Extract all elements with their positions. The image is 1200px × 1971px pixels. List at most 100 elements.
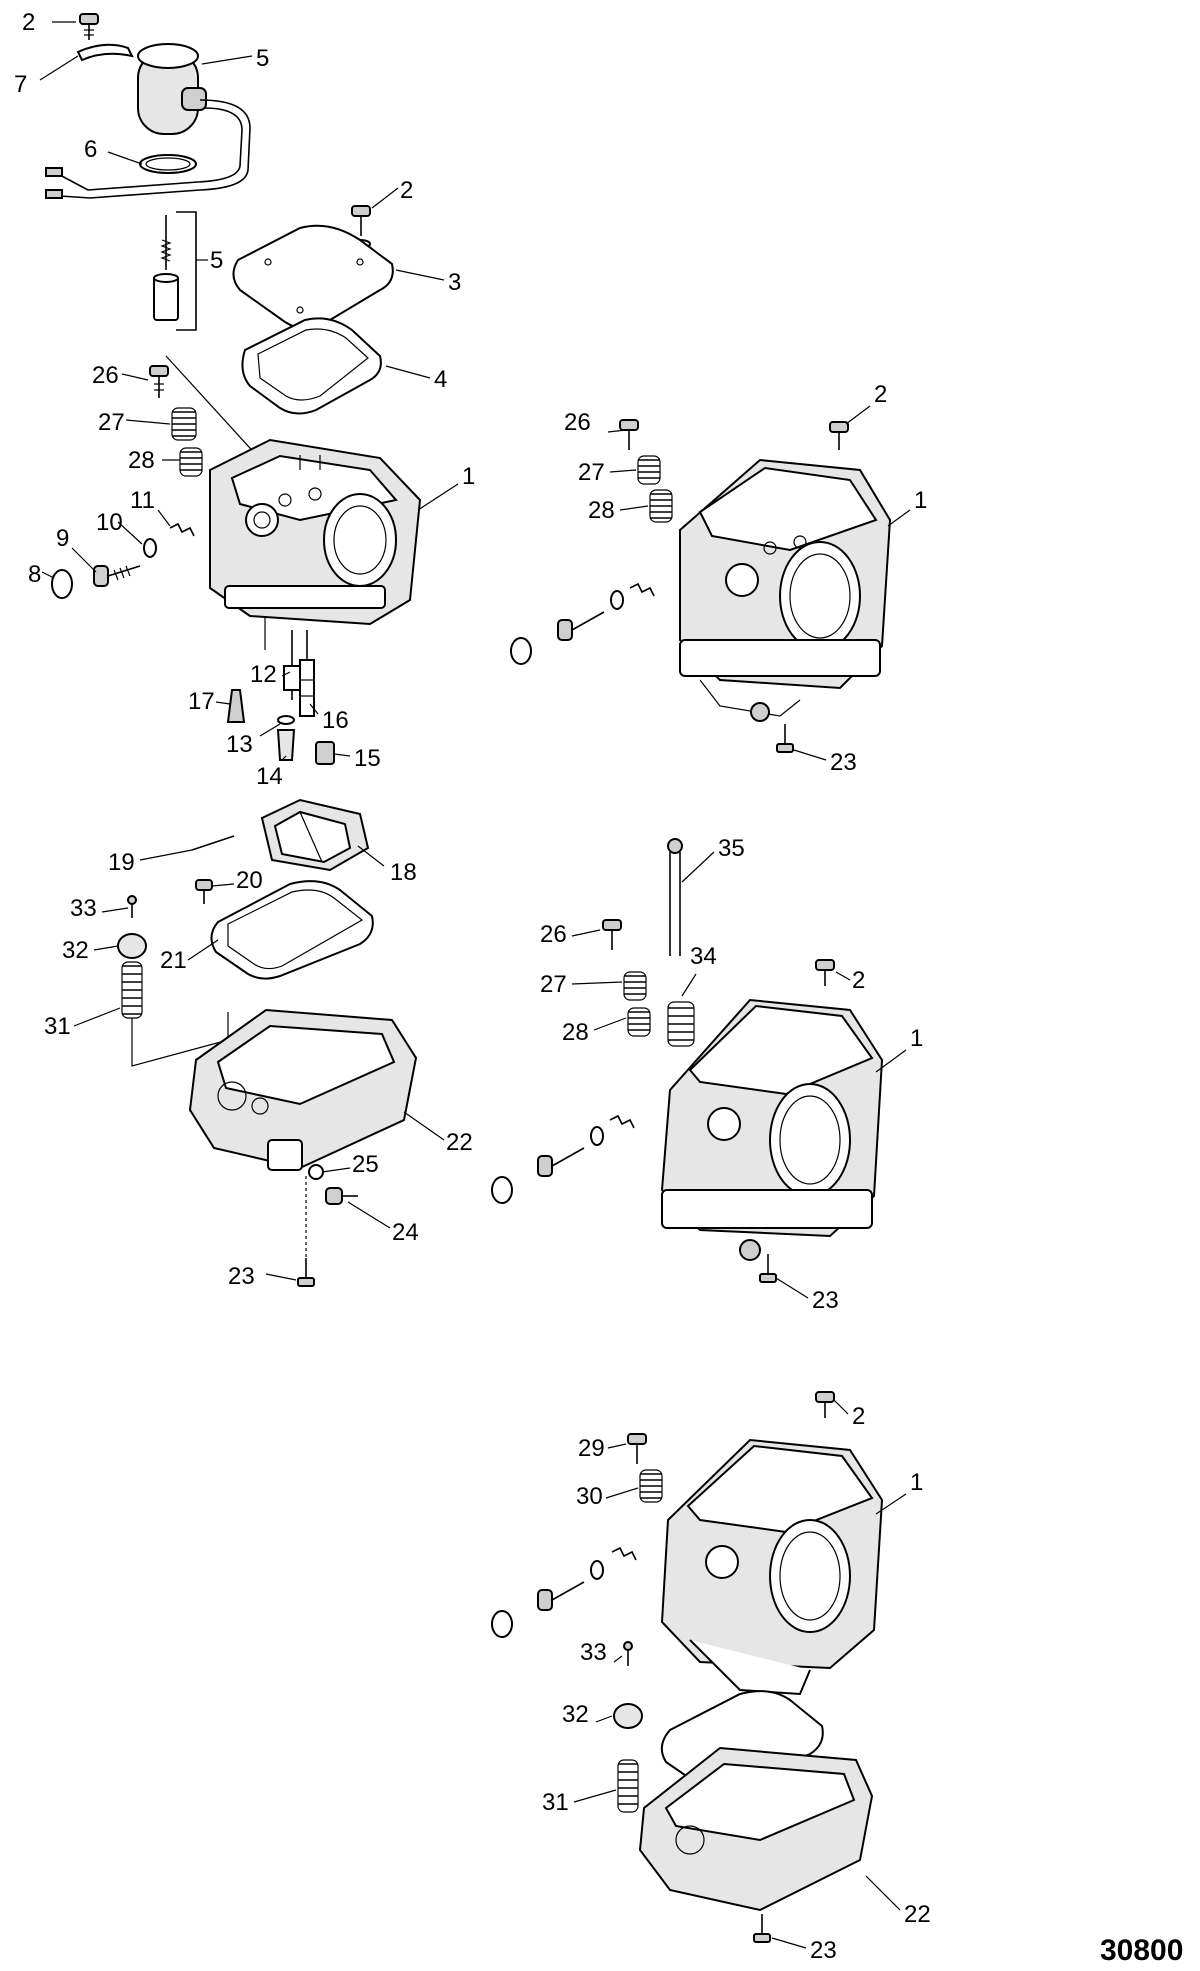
assembly-a	[39, 13, 459, 1287]
screw	[627, 1433, 647, 1464]
callout-28: 28	[588, 497, 615, 524]
spring	[180, 451, 202, 471]
callout-5: 5	[210, 247, 223, 274]
callout-24: 24	[392, 1219, 419, 1246]
screw	[815, 959, 835, 986]
callout-34: 34	[690, 943, 717, 970]
washer	[308, 1164, 324, 1180]
screw	[829, 421, 849, 450]
callout-21: 21	[160, 947, 187, 974]
adjust-screw	[93, 565, 141, 587]
float-bowl	[638, 1746, 874, 1912]
plunger	[153, 215, 179, 321]
callout-27: 27	[540, 971, 567, 998]
callout-2: 2	[400, 177, 413, 204]
callout-29: 29	[578, 1435, 605, 1462]
emulsion-tube	[299, 630, 315, 717]
callout-11: 11	[130, 487, 155, 514]
cover-plate	[232, 224, 394, 330]
cap	[51, 569, 73, 599]
callout-15: 15	[354, 745, 381, 772]
assembly-b	[510, 405, 911, 761]
spring	[628, 1011, 650, 1031]
callout-33: 33	[70, 895, 97, 922]
callout-4: 4	[434, 366, 447, 393]
spring	[650, 493, 672, 519]
needle	[191, 835, 235, 851]
callout-35: 35	[718, 835, 745, 862]
callout-23: 23	[830, 749, 857, 776]
screw	[195, 879, 213, 904]
screw	[753, 1914, 771, 1943]
carburetor-body	[660, 998, 884, 1261]
callout-26: 26	[92, 362, 119, 389]
screw	[79, 13, 99, 40]
screw	[602, 919, 622, 950]
callout-31: 31	[542, 1789, 569, 1816]
callout-23: 23	[228, 1263, 255, 1290]
callout-23: 23	[812, 1287, 839, 1314]
spring	[638, 459, 660, 479]
callout-1: 1	[910, 1469, 923, 1496]
callout-31: 31	[44, 1013, 71, 1040]
adjust-screw	[491, 1114, 635, 1204]
callout-18: 18	[390, 859, 417, 886]
callout-6: 6	[84, 136, 97, 163]
drain-screw	[325, 1187, 358, 1205]
callout-33: 33	[580, 1639, 607, 1666]
carburetor-body	[209, 438, 422, 626]
callout-5: 5	[256, 45, 269, 72]
spring	[172, 411, 196, 437]
screw	[297, 1258, 315, 1287]
callout-19: 19	[108, 849, 135, 876]
spring	[618, 1763, 638, 1805]
callout-2: 2	[852, 967, 865, 994]
adjust-screw	[510, 582, 655, 665]
callout-26: 26	[540, 921, 567, 948]
screw	[776, 724, 794, 753]
callout-labels: 2 7 5 6 2 5 3 4 26 27 28 1 11 10 9 8 17 …	[14, 9, 931, 1964]
callout-26: 26	[564, 409, 591, 436]
callout-1: 1	[910, 1025, 923, 1052]
callout-14: 14	[256, 763, 283, 790]
callout-30: 30	[576, 1483, 603, 1510]
callout-32: 32	[562, 1701, 589, 1728]
callout-13: 13	[226, 731, 253, 758]
callout-10: 10	[96, 509, 123, 536]
assembly-c	[491, 838, 907, 1299]
callout-16: 16	[322, 707, 349, 734]
solenoid	[45, 43, 251, 199]
callout-12: 12	[250, 661, 277, 688]
callout-20: 20	[236, 867, 263, 894]
callout-2: 2	[874, 381, 887, 408]
choke-rod	[667, 838, 683, 956]
callout-9: 9	[56, 525, 69, 552]
spring	[624, 975, 646, 995]
callout-8: 8	[28, 561, 41, 588]
figure-number: 30800	[1100, 1934, 1183, 1967]
callout-28: 28	[562, 1019, 589, 1046]
assembly-d	[491, 1391, 907, 1949]
adjust-screw	[491, 1546, 637, 1638]
spring-seat	[613, 1703, 643, 1729]
float	[260, 798, 370, 872]
spring	[122, 965, 142, 1015]
callout-22: 22	[446, 1129, 473, 1156]
washer	[143, 538, 157, 558]
bracket	[76, 43, 134, 62]
jet	[276, 729, 296, 761]
carburetor-body	[679, 458, 892, 722]
callout-1: 1	[914, 487, 927, 514]
callout-2: 2	[22, 9, 35, 36]
screw	[149, 365, 169, 398]
callout-17: 17	[188, 688, 215, 715]
spring	[640, 1473, 662, 1499]
jet	[283, 630, 301, 700]
callout-27: 27	[98, 409, 125, 436]
callout-3: 3	[448, 269, 461, 296]
pin	[226, 689, 246, 723]
callout-7: 7	[14, 71, 27, 98]
float-bowl	[188, 1008, 418, 1171]
